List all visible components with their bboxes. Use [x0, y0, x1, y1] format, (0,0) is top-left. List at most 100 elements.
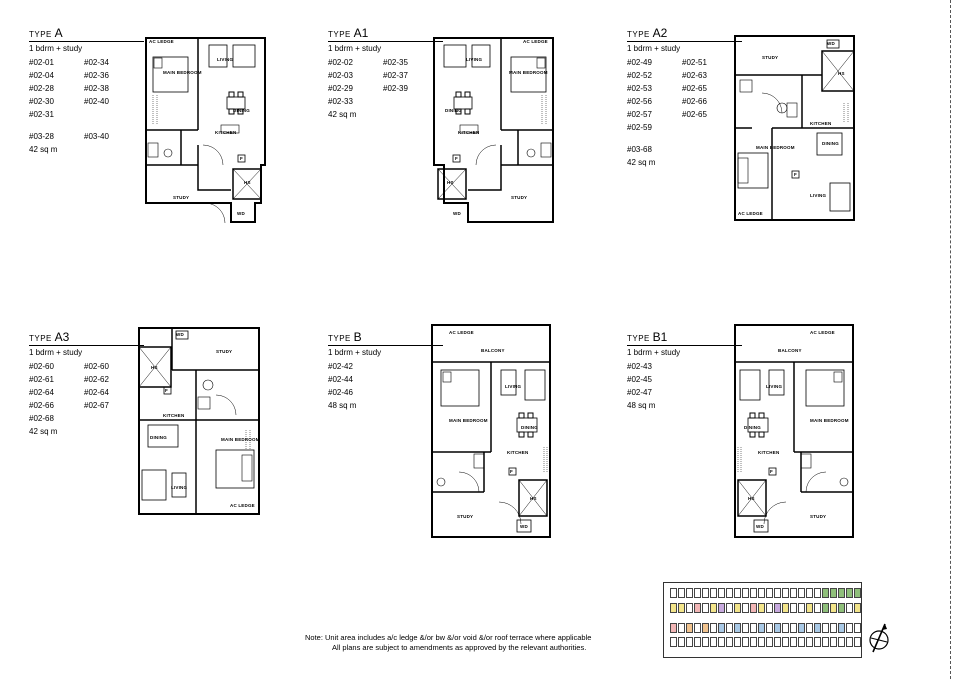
key-plan-unit-cell	[726, 588, 733, 598]
unit-info-A1: TYPE A1 1 bdrm + study #02-02#02-35 #02-…	[328, 27, 443, 120]
floorplan-type-B1: AC LEDGE BALCONY MAIN BEDROOM LIVING DIN…	[732, 322, 856, 540]
unit-info-A: TYPE A 1 bdrm + study #02-01#02-34 #02-0…	[29, 26, 144, 155]
page-edge-line	[950, 0, 951, 679]
unit-info-B: TYPE B 1 bdrm + study #02-42 #02-44 #02-…	[328, 331, 443, 411]
key-plan-unit-cell	[782, 637, 789, 647]
unit-description: 1 bdrm + study	[29, 345, 144, 358]
key-plan-unit-cell	[830, 637, 837, 647]
key-plan-unit-cell	[798, 637, 805, 647]
key-plan-unit-cell	[734, 623, 741, 633]
key-plan-unit-cell	[758, 623, 765, 633]
key-plan-unit-cell	[670, 637, 677, 647]
unit-number-list: #02-60#02-60 #02-61#02-62 #02-64#02-64 #…	[29, 362, 109, 423]
key-plan-unit-cell	[814, 588, 821, 598]
unit-description: 1 bdrm + study	[328, 345, 443, 358]
key-plan-unit-cell	[814, 603, 821, 613]
unit-type-prefix: TYPE	[29, 30, 52, 39]
floorplan-type-B: AC LEDGE BALCONY MAIN BEDROOM LIVING DIN…	[429, 322, 553, 540]
key-plan-unit-cell	[718, 637, 725, 647]
key-plan-unit-cell	[790, 588, 797, 598]
key-plan-unit-cell	[854, 637, 861, 647]
key-plan-unit-cell	[718, 588, 725, 598]
north-compass-icon	[869, 623, 889, 653]
key-plan-unit-cell	[822, 588, 829, 598]
key-plan-unit-cell	[694, 603, 701, 613]
key-plan-unit-cell	[726, 623, 733, 633]
key-plan-unit-cell	[750, 588, 757, 598]
key-plan-unit-cell	[694, 637, 701, 647]
unit-info-A3: TYPE A3 1 bdrm + study #02-60#02-60 #02-…	[29, 331, 144, 437]
key-plan-unit-cell	[670, 623, 677, 633]
key-plan-unit-cell	[774, 588, 781, 598]
key-plan-unit-cell	[750, 637, 757, 647]
key-plan-unit-cell	[718, 603, 725, 613]
key-plan-unit-cell	[838, 623, 845, 633]
key-plan-unit-cell	[702, 603, 709, 613]
key-plan-unit-cell	[766, 637, 773, 647]
key-plan-unit-cell	[798, 603, 805, 613]
key-plan-unit-cell	[814, 623, 821, 633]
unit-number-list-extra: #03-28#03-40	[29, 132, 109, 141]
room-label-ac-ledge: AC LEDGE	[149, 39, 174, 44]
floorplan-drawing	[433, 37, 554, 223]
key-plan-unit-cell	[678, 588, 685, 598]
key-plan-unit-cell	[846, 623, 853, 633]
unit-info-A2: TYPE A2 1 bdrm + study #02-49#02-51 #02-…	[627, 27, 742, 168]
key-plan-unit-cell	[726, 603, 733, 613]
room-label-study: STUDY	[173, 195, 190, 200]
room-label-f: F	[240, 156, 243, 161]
key-plan-unit-cell	[702, 637, 709, 647]
unit-description: 1 bdrm + study	[627, 345, 742, 358]
room-label-wd: WD	[237, 211, 245, 216]
key-plan-unit-cell	[710, 588, 717, 598]
unit-number-list-extra: #03-68	[627, 145, 652, 154]
key-plan-unit-cell	[838, 637, 845, 647]
floorplan-drawing	[734, 35, 855, 221]
key-plan-unit-cell	[686, 623, 693, 633]
key-plan-unit-cell	[830, 623, 837, 633]
key-plan-unit-cell	[766, 603, 773, 613]
key-plan-unit-cell	[734, 637, 741, 647]
key-plan-unit-cell	[798, 588, 805, 598]
key-plan-unit-cell	[838, 603, 845, 613]
key-plan-unit-cell	[822, 637, 829, 647]
key-plan-unit-cell	[670, 588, 677, 598]
unit-number-list: #02-42 #02-44 #02-46	[328, 362, 353, 397]
key-plan-unit-cell	[782, 603, 789, 613]
room-label-dining: DINING	[233, 108, 250, 113]
floorplan-type-A1: AC LEDGE MAIN BEDROOM LIVING DINING KITC…	[431, 35, 556, 225]
key-plan-unit-cell	[774, 637, 781, 647]
key-plan-unit-cell	[758, 603, 765, 613]
key-plan-unit-cell	[718, 623, 725, 633]
key-plan-unit-cell	[822, 623, 829, 633]
key-plan-row-4	[670, 637, 861, 647]
key-plan-unit-cell	[670, 603, 677, 613]
unit-area: 42 sq m	[29, 427, 58, 436]
key-plan-unit-cell	[846, 637, 853, 647]
floorplan-drawing	[145, 37, 266, 224]
key-plan-unit-cell	[806, 623, 813, 633]
room-label-kitchen: KITCHEN	[215, 130, 237, 135]
key-plan-unit-cell	[742, 637, 749, 647]
key-plan-unit-cell	[854, 623, 861, 633]
room-label-balcony: BALCONY	[481, 348, 505, 353]
key-plan-unit-cell	[678, 637, 685, 647]
unit-area: 42 sq m	[627, 158, 656, 167]
unit-description: 1 bdrm + study	[328, 41, 443, 54]
unit-area: 48 sq m	[627, 401, 656, 410]
key-plan-unit-cell	[790, 623, 797, 633]
disclaimer-note: Note: Unit area includes a/c ledge &/or …	[305, 633, 591, 653]
room-label-hs: HS	[244, 180, 251, 185]
unit-description: 1 bdrm + study	[627, 41, 742, 54]
key-plan	[663, 582, 862, 658]
unit-area: 48 sq m	[328, 401, 357, 410]
key-plan-unit-cell	[854, 603, 861, 613]
key-plan-unit-cell	[702, 623, 709, 633]
key-plan-unit-cell	[702, 588, 709, 598]
note-line-1: Note: Unit area includes a/c ledge &/or …	[305, 633, 592, 642]
unit-type-letter: A	[54, 26, 63, 40]
key-plan-unit-cell	[830, 588, 837, 598]
note-line-2: All plans are subject to amendments as a…	[332, 643, 587, 652]
key-plan-unit-cell	[758, 588, 765, 598]
key-plan-unit-cell	[678, 623, 685, 633]
